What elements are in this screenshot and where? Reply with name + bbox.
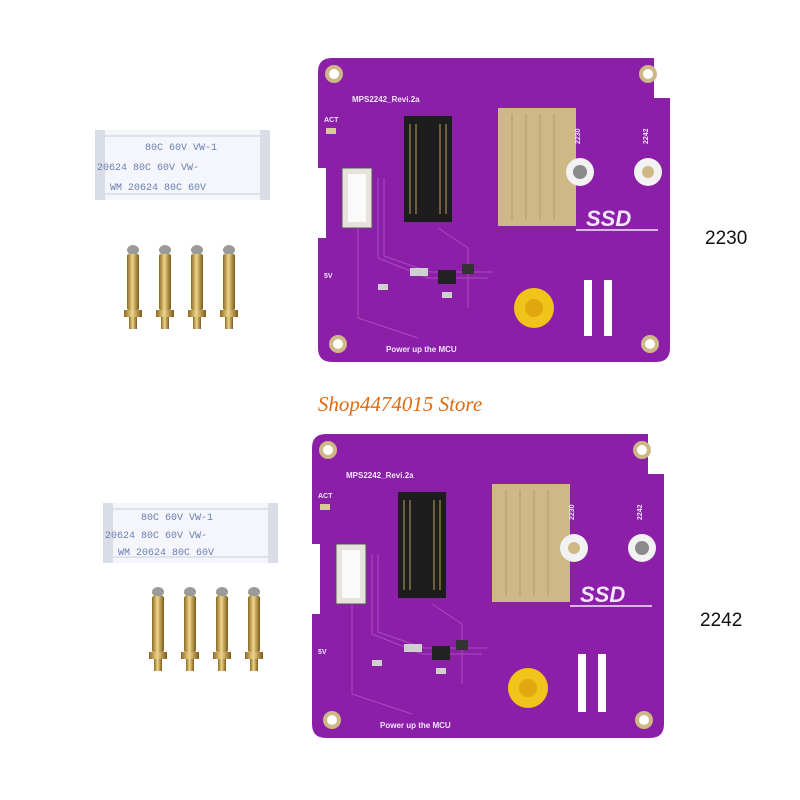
standoff-hole-2230 (566, 158, 594, 186)
ssd-text: SSD (586, 206, 631, 231)
mounting-hole (635, 711, 653, 729)
slot-2242-label: 2242 (637, 504, 644, 520)
standoff (245, 587, 263, 671)
product-variant-2242: 80C 60V VW-1 20624 80C 60V VW- WM 20624 … (0, 398, 800, 788)
chip (432, 646, 450, 660)
led (326, 128, 336, 134)
mounting-hole (323, 711, 341, 729)
ribbon-cable: 80C 60V VW-1 20624 80C 60V VW- WM 20624 … (103, 503, 278, 563)
size-label: 2242 (700, 610, 743, 631)
capacitor (442, 292, 452, 298)
pcb-board: MPS2242_Revi.2a ACT 5V 2230 2242 SSD (312, 434, 664, 738)
standoff (124, 245, 142, 329)
mounting-hole (329, 335, 347, 353)
chip (438, 270, 456, 284)
standoff (181, 587, 199, 671)
standoff-hole-2230 (560, 534, 588, 562)
cable-print-row-1: 80C 60V VW-1 (145, 143, 217, 154)
slot-2242-label: 2242 (643, 128, 650, 144)
pcb-act-label: ACT (318, 493, 333, 500)
silkscreen-bar (584, 280, 592, 336)
brass-standoffs (124, 245, 238, 329)
silkscreen-bar (604, 280, 612, 336)
size-label: 2230 (705, 228, 748, 249)
pcb-footer-label: Power up the MCU (386, 345, 457, 354)
pcb-model-label: MPS2242_Revi.2a (346, 471, 414, 480)
pcb-act-label: ACT (324, 117, 339, 124)
cable-print-row-2: 20624 80C 60V VW- (105, 531, 207, 542)
chip (462, 264, 474, 274)
chip (456, 640, 468, 650)
standoff (149, 587, 167, 671)
pcb-board: MPS2242_Revi.2a ACT 5V 2230 2242 SSD (318, 58, 670, 362)
ssd-contact-pad (492, 484, 570, 602)
cable-print-row-3: WM 20624 80C 60V (110, 183, 206, 194)
capacitor (436, 668, 446, 674)
pcb-5v-label: 5V (318, 649, 327, 656)
mounting-hole (639, 65, 657, 83)
mounting-hole (319, 441, 337, 459)
yellow-sticker (508, 668, 548, 708)
mounting-hole (633, 441, 651, 459)
standoff (156, 245, 174, 329)
product-variant-2230: 80C 60V VW-1 20624 80C 60V VW- WM 20624 … (0, 0, 800, 390)
mounting-hole (641, 335, 659, 353)
capacitor (372, 660, 382, 666)
cable-print-row-2: 20624 80C 60V VW- (97, 163, 199, 174)
pcb-model-label: MPS2242_Revi.2a (352, 95, 420, 104)
cable-print-row-1: 80C 60V VW-1 (141, 513, 213, 524)
pcb-footer-label: Power up the MCU (380, 721, 451, 730)
capacitor (404, 644, 422, 652)
led (320, 504, 330, 510)
standoff (188, 245, 206, 329)
pcb-5v-label: 5V (324, 273, 333, 280)
capacitor (378, 284, 388, 290)
cable-print-row-3: WM 20624 80C 60V (118, 548, 214, 559)
slot-2230-label: 2230 (569, 504, 576, 520)
ribbon-cable: 80C 60V VW-1 20624 80C 60V VW- WM 20624 … (95, 130, 270, 200)
brass-standoffs (149, 587, 263, 671)
silkscreen-bar (598, 654, 606, 712)
standoff (213, 587, 231, 671)
yellow-sticker (514, 288, 554, 328)
capacitor (410, 268, 428, 276)
standoff (220, 245, 238, 329)
standoff-hole-2242 (634, 158, 662, 186)
m2-socket (398, 492, 446, 598)
mounting-hole (325, 65, 343, 83)
silkscreen-bar (578, 654, 586, 712)
ssd-contact-pad (498, 108, 576, 226)
m2-socket (404, 116, 452, 222)
standoff-hole-2242 (628, 534, 656, 562)
slot-2230-label: 2230 (575, 128, 582, 144)
store-name: Shop4474015 Store (317, 392, 483, 416)
ssd-text: SSD (580, 582, 625, 607)
